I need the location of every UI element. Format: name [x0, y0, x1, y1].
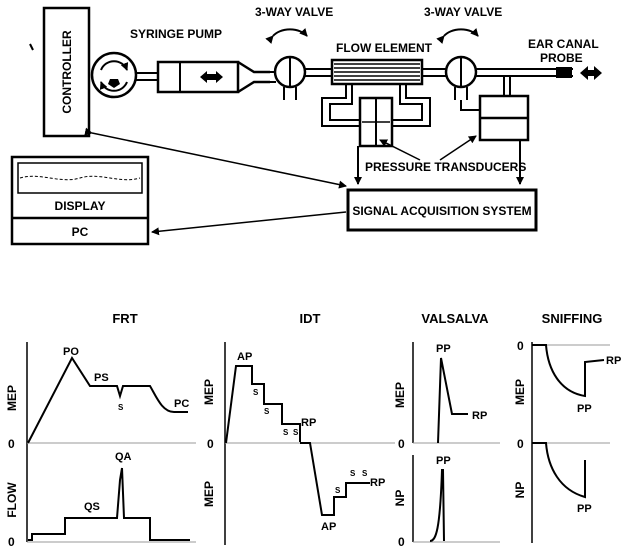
ear-probe-label-line2: PROBE: [540, 51, 583, 65]
sniffing-top-ylabel: MEP: [513, 379, 527, 405]
frt-label-qs: QS: [84, 501, 100, 513]
flow-element-icon: [330, 58, 424, 86]
pressure-transducers-label: PRESSURE TRANSDUCERS: [365, 160, 526, 174]
sniffing-label-pp-top: PP: [577, 403, 592, 415]
sniffing-zero-top: 0: [517, 339, 524, 353]
valve-left-icon: [265, 28, 308, 100]
valsalva-label-rp: RP: [472, 410, 487, 422]
frt-label-ps: PS: [94, 372, 109, 384]
idt-label-s2: S: [264, 407, 270, 416]
sniffing-label-pp-bottom: PP: [577, 503, 592, 515]
idt-label-ap-bottom: AP: [321, 521, 336, 533]
valve-right-label: 3-WAY VALVE: [424, 5, 502, 19]
pc-box: [10, 155, 150, 246]
frt-label-qa: QA: [115, 451, 132, 463]
flow-element-label: FLOW ELEMENT: [336, 41, 433, 55]
valsalva-bottom-ylabel: NP: [393, 490, 407, 507]
idt-label-s4: S: [293, 428, 299, 437]
syringe-pump-label: SYRINGE PUMP: [130, 27, 222, 41]
valsalva-zero-bottom: 0: [398, 535, 405, 549]
frt-label-pc: PC: [174, 398, 189, 410]
frt-zero-bottom: 0: [8, 535, 15, 549]
frt-top-ylabel: MEP: [5, 385, 19, 411]
ear-probe-label-line1: EAR CANAL: [528, 37, 599, 51]
valve-left-label: 3-WAY VALVE: [255, 5, 333, 19]
idt-top-trace: [225, 365, 301, 444]
idt-label-s1: S: [253, 388, 259, 397]
controller-box: [42, 6, 91, 138]
pressure-lines: [321, 76, 511, 127]
frt-label-s: S: [118, 403, 124, 412]
ear-probe-icon: [556, 66, 602, 80]
frt-label-po: PO: [63, 346, 79, 358]
valsalva-top-ylabel: MEP: [393, 382, 407, 408]
sniffing-bottom-ylabel: NP: [513, 482, 527, 499]
frt-mep-trace: [27, 356, 188, 444]
sniffing-np-trace: [532, 442, 586, 499]
sniffing-label-rp: RP: [606, 355, 621, 367]
pump-motor-icon: [90, 51, 138, 99]
pc-label: PC: [72, 225, 89, 239]
sniffing-zero-bottom: 0: [517, 437, 524, 451]
idt-title: IDT: [300, 311, 321, 326]
valsalva-label-pp-top: PP: [436, 343, 451, 355]
idt-label-s5: S: [335, 486, 341, 495]
idt-label-s7: S: [362, 469, 368, 478]
idt-bottom-ylabel: MEP: [202, 481, 216, 507]
idt-label-rp-top: RP: [301, 417, 316, 429]
sniffing-title: SNIFFING: [542, 311, 603, 326]
frt-zero-top: 0: [8, 437, 15, 451]
idt-top-ylabel: MEP: [202, 379, 216, 405]
frt-bottom-ylabel: FLOW: [5, 482, 19, 518]
idt-bottom-trace: [300, 442, 370, 516]
valsalva-zero-top: 0: [398, 437, 405, 451]
valsalva-mep-trace: [437, 357, 468, 444]
idt-zero: 0: [207, 437, 214, 451]
pressure-transducer-right-icon: [478, 94, 530, 142]
panel-sniffing: SNIFFING MEP NP 0 0 RP PP PP: [513, 311, 621, 543]
signal-acquisition-label: SIGNAL ACQUISITION SYSTEM: [352, 204, 531, 218]
idt-label-rp-bottom: RP: [370, 477, 385, 489]
signal-acquisition-box: [346, 188, 538, 232]
display-label: DISPLAY: [55, 199, 106, 213]
valve-right-icon: [436, 28, 479, 100]
idt-label-s3: S: [283, 428, 289, 437]
idt-label-ap-top: AP: [237, 351, 252, 363]
idt-label-s6: S: [350, 469, 356, 478]
sniffing-mep-trace: [532, 344, 605, 398]
valsalva-np-trace: [429, 469, 445, 542]
frt-title: FRT: [112, 311, 137, 326]
valsalva-label-pp-bottom: PP: [436, 455, 451, 467]
panel-valsalva: VALSALVA MEP NP 0 0 PP RP PP: [393, 311, 500, 549]
schematic: CONTROLLER SYRINGE PUMP 3-WAY VALVE: [10, 5, 602, 246]
controller-label: CONTROLLER: [60, 30, 74, 114]
syringe-icon: [156, 60, 270, 94]
frt-flow-trace: [28, 467, 190, 541]
stray-mark: [29, 43, 34, 51]
pressure-transducer-left-icon: [358, 96, 394, 148]
valsalva-title: VALSALVA: [421, 311, 489, 326]
panel-idt: IDT MEP MEP 0 AP S S S S RP AP S S S RP: [202, 311, 395, 545]
panel-frt: FRT MEP FLOW 0 0 PO PS S PC QA QS: [5, 311, 196, 549]
